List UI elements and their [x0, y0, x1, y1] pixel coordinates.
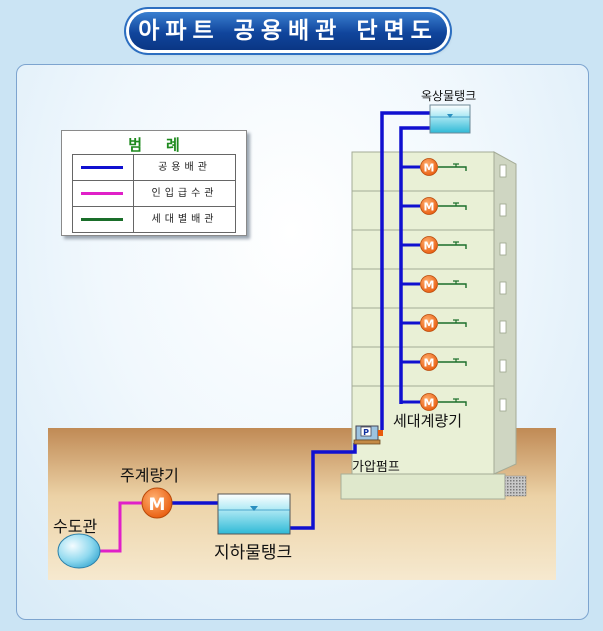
main-meter-label: 주계량기	[120, 466, 179, 485]
legend-label: 세대별배관	[151, 214, 218, 225]
main-meter-icon: M	[141, 487, 173, 519]
legend: 범례 공용배관 인입급수관 세대별배관	[61, 130, 247, 236]
booster-pump-icon: P	[353, 425, 383, 445]
legend-row-common-pipe: 공용배관	[73, 155, 235, 180]
legend-label: 공용배관	[158, 162, 211, 173]
legend-table: 공용배관 인입급수관 세대별배관	[72, 154, 236, 233]
underground-tank-label: 지하물탱크	[214, 543, 293, 563]
svg-text:M: M	[424, 162, 435, 175]
svg-text:P: P	[363, 428, 369, 437]
underground-tank	[217, 493, 291, 535]
common-pipe-to-pump	[290, 443, 357, 530]
unit-meter-label: 세대계량기	[393, 412, 463, 430]
faucets	[453, 163, 459, 402]
riser-pipe	[380, 111, 430, 430]
booster-pump-label: 가압펌프	[352, 460, 400, 475]
unit-meter-icons: M M M M M M M	[420, 158, 438, 411]
unit-pipes	[438, 166, 467, 406]
svg-text:M: M	[424, 201, 435, 214]
legend-swatch-unit-pipe	[81, 218, 123, 221]
downcomer-pipe	[399, 126, 430, 404]
svg-text:M: M	[424, 279, 435, 292]
svg-text:M: M	[424, 318, 435, 331]
svg-text:M: M	[424, 357, 435, 370]
inlet-pipe	[99, 501, 142, 553]
side-windows	[499, 164, 507, 412]
building-side	[493, 151, 517, 475]
rooftop-tank-label: 옥상물탱크	[421, 89, 477, 103]
svg-text:M: M	[424, 397, 435, 410]
svg-text:M: M	[149, 495, 166, 515]
drain-grate	[504, 475, 527, 497]
legend-title: 범례	[128, 136, 204, 154]
legend-label: 인입급수관	[151, 188, 218, 199]
legend-swatch-common-pipe	[81, 166, 123, 169]
legend-swatch-inlet-pipe	[81, 192, 123, 195]
building-base	[340, 473, 506, 500]
rooftop-tank	[429, 104, 471, 134]
page-title: 아파트 공용배관 단면도	[129, 12, 447, 50]
water-main-pipe	[57, 533, 101, 569]
branch-pipes	[401, 165, 420, 404]
svg-text:M: M	[424, 240, 435, 253]
legend-row-inlet-pipe: 인입급수관	[73, 180, 235, 206]
water-main-label: 수도관	[53, 517, 98, 536]
legend-row-unit-pipe: 세대별배관	[73, 206, 235, 232]
